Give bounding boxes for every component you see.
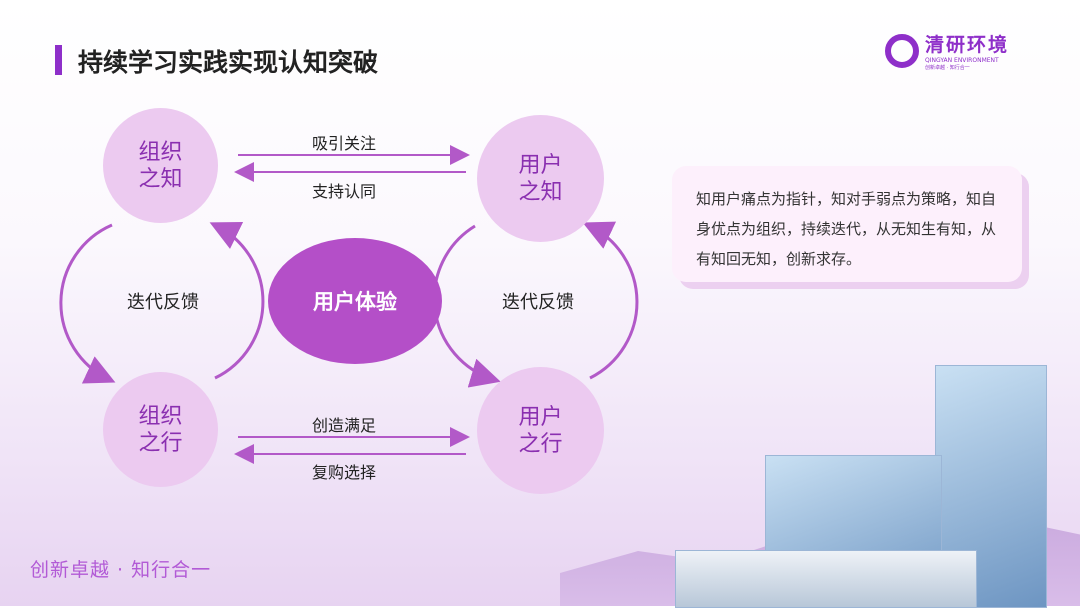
arc-left-down: [59, 223, 116, 384]
label-right-loop: 迭代反馈: [502, 292, 574, 313]
label-left-loop: 迭代反馈: [127, 292, 199, 313]
arc-right-down: [432, 224, 501, 388]
arc-right-up: [582, 221, 639, 380]
logo-name: 清研环境: [925, 34, 1010, 56]
label-support: 支持认同: [312, 182, 377, 201]
logo-q-icon: [885, 33, 919, 68]
title-accent-bar: [55, 45, 62, 75]
label-repurchase: 复购选择: [312, 463, 377, 482]
label-satisfy: 创造满足: [312, 416, 377, 435]
logo: 清研环境 QINGYAN ENVIRONMENT 创新卓越 · 知行合一: [885, 30, 1009, 71]
center-user-experience: 用户体验: [268, 238, 442, 364]
page-title: 持续学习实践实现认知突破: [78, 48, 379, 77]
building-base: [675, 550, 977, 608]
node-org-knowledge: 组织 之知: [103, 108, 218, 223]
node-user-knowledge: 用户 之知: [477, 115, 604, 242]
logo-slogan: 创新卓越 · 知行合一: [925, 65, 970, 71]
footer-slogan: 创新卓越 · 知行合一: [30, 559, 212, 581]
node-user-action: 用户 之行: [477, 367, 604, 494]
node-org-action: 组织 之行: [103, 372, 218, 487]
summary-card: 知用户痛点为指针，知对手弱点为策略，知自身优点为组织，持续迭代，从无知生有知，从…: [672, 166, 1022, 282]
arc-left-up: [209, 221, 265, 380]
label-attract: 吸引关注: [312, 134, 377, 153]
logo-english: QINGYAN ENVIRONMENT: [925, 57, 999, 64]
